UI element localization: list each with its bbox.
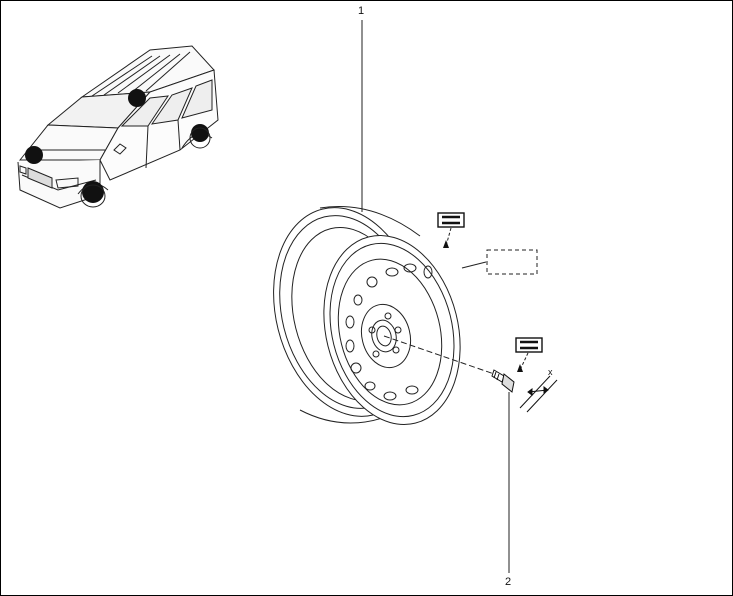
vehicle-wheels	[80, 127, 211, 208]
callout-bolt: 2	[505, 576, 512, 588]
dimension-x	[519, 375, 558, 413]
leader-line-bolt-torque	[519, 352, 529, 371]
callout-wheel: 1	[358, 5, 365, 17]
dimension-x-label: x	[548, 367, 553, 377]
location-marker-rear-wheel	[191, 124, 209, 142]
arrow-bolt-torque	[517, 364, 523, 372]
location-marker-front-wheel	[82, 181, 104, 203]
reference-dashed-box	[486, 249, 538, 275]
torque-symbol-icon	[437, 212, 465, 228]
assembly-axis	[383, 335, 501, 377]
bolt-torque-symbol-icon	[515, 337, 543, 353]
location-marker-roof	[128, 89, 146, 107]
arrow-valve	[443, 240, 449, 248]
vehicle-location-icon	[17, 45, 219, 209]
wheel-bolt-icon	[491, 369, 515, 393]
leader-line-reference	[461, 261, 487, 269]
location-marker-front-left	[25, 146, 43, 164]
steel-wheel-rim-icon	[273, 206, 461, 426]
